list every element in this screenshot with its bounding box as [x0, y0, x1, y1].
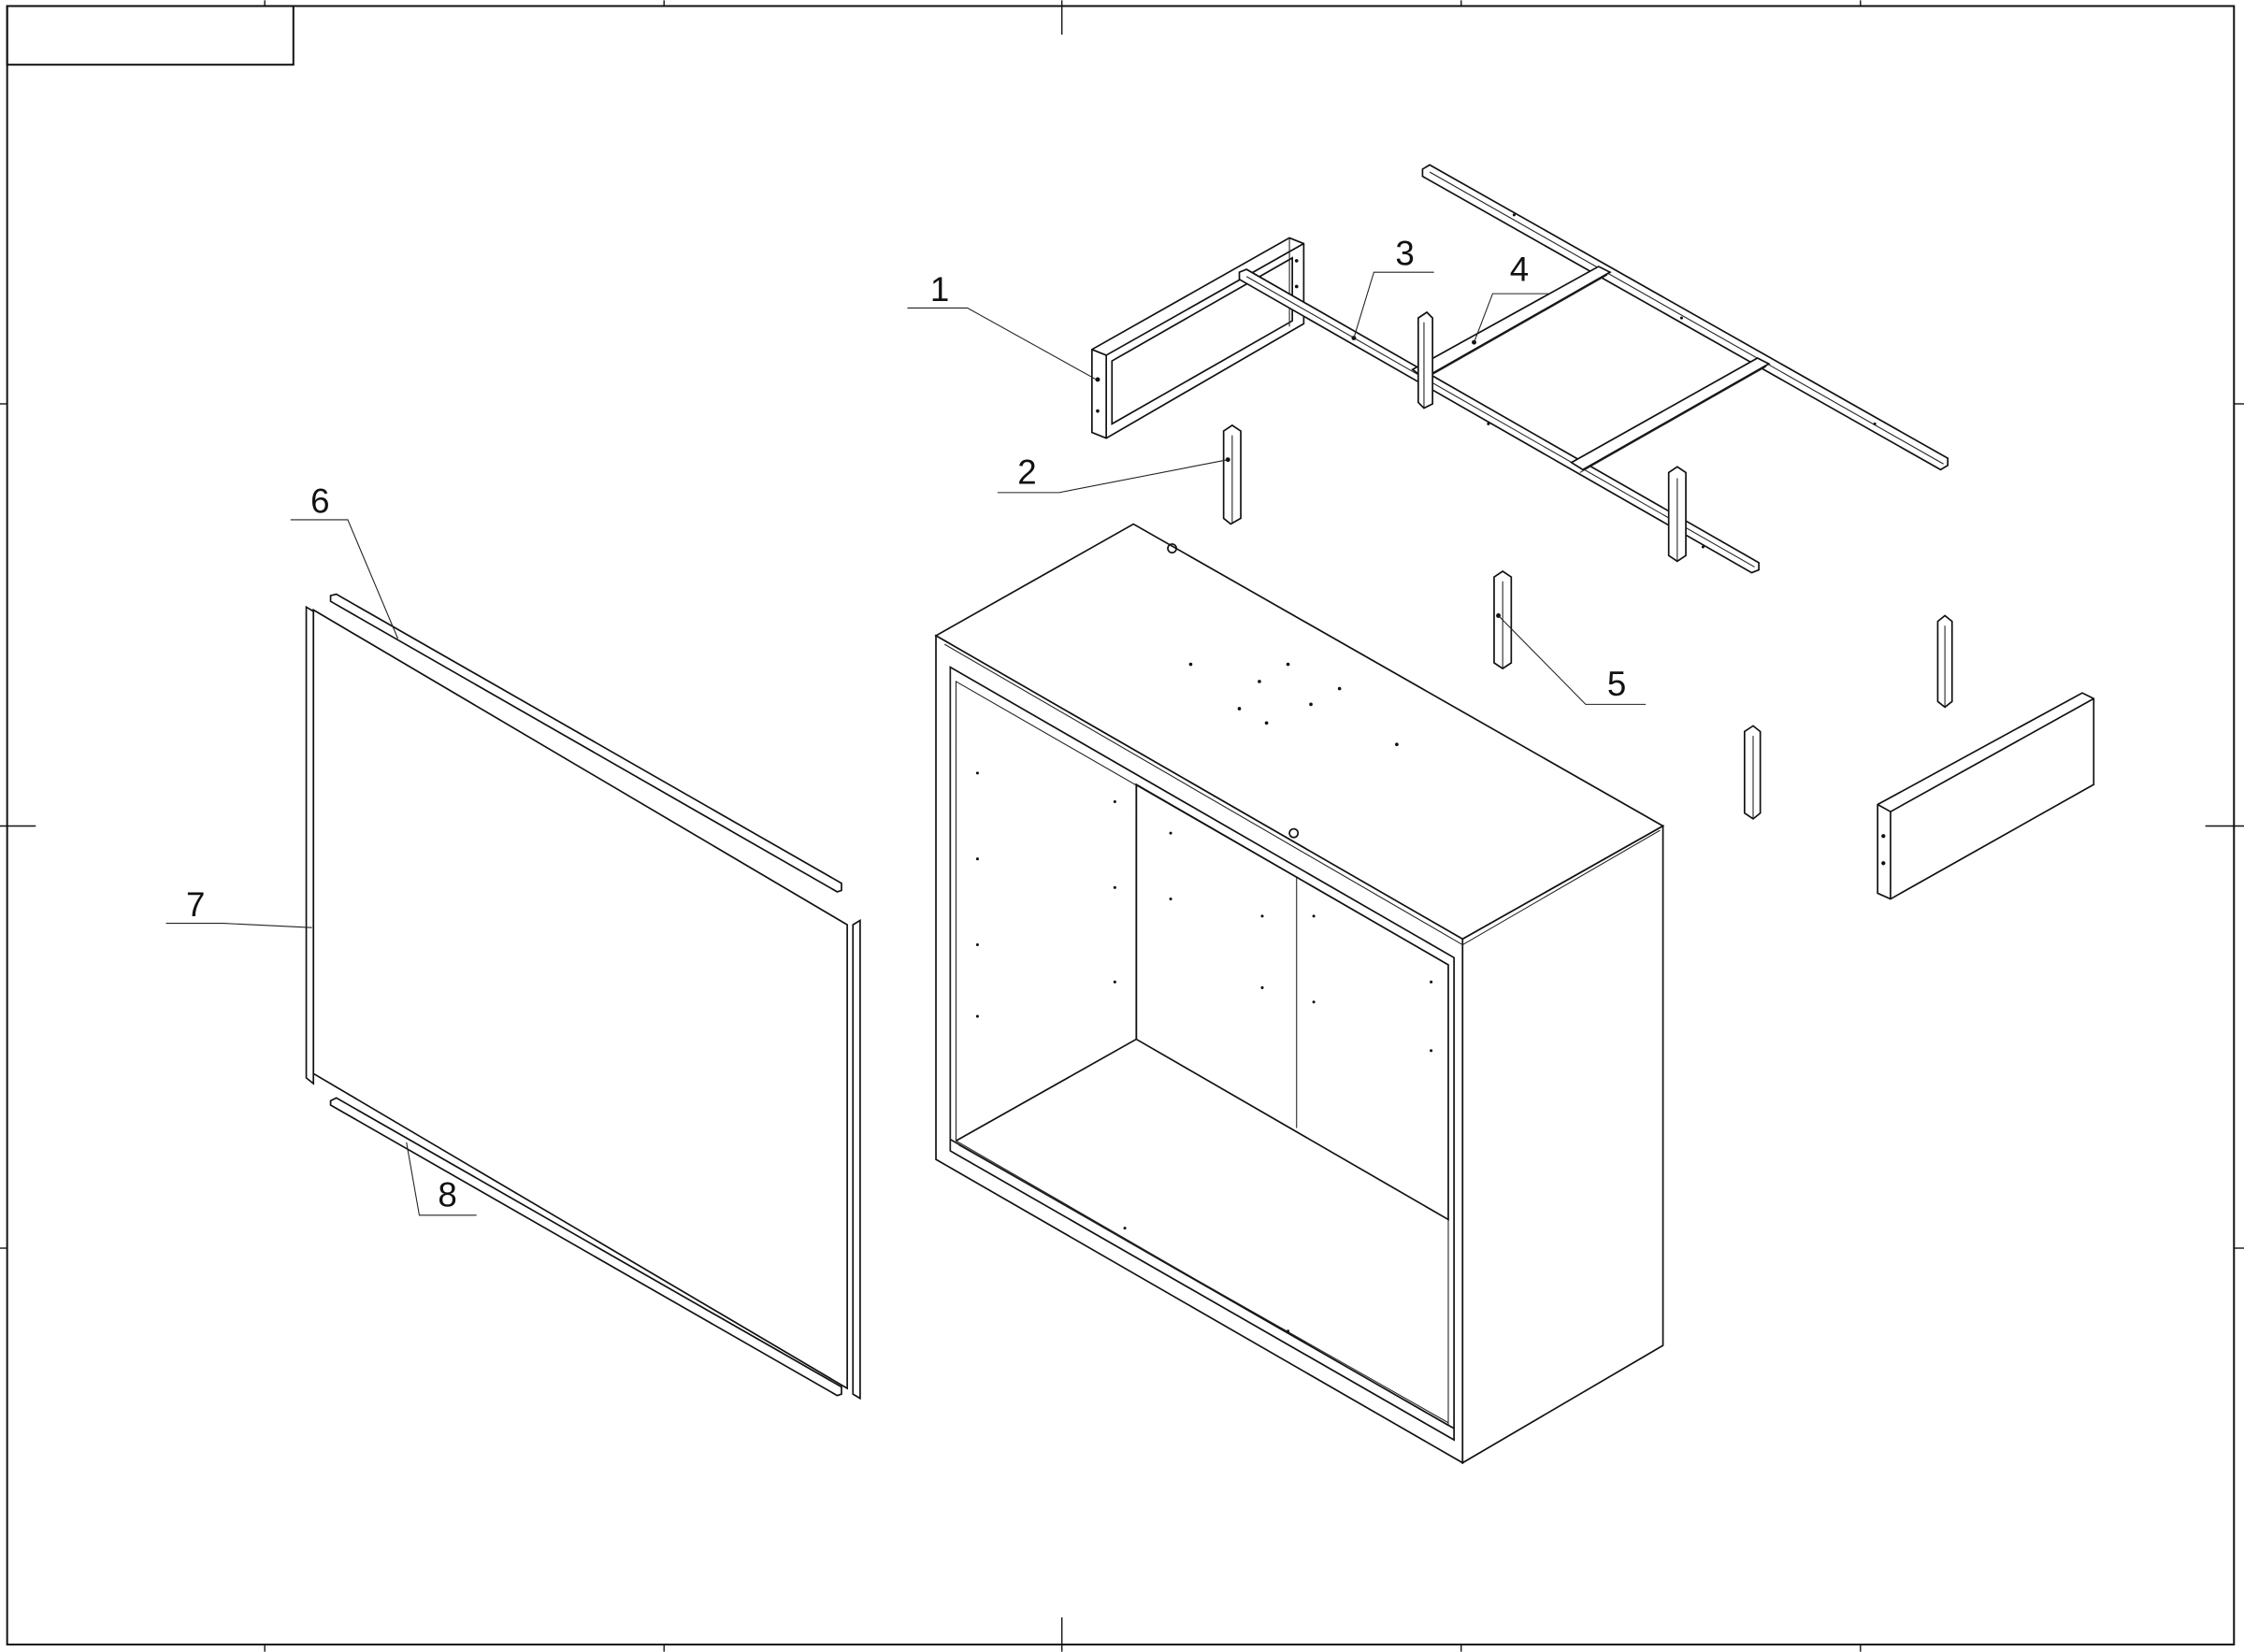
part-1-side-frame	[1091, 237, 1305, 439]
callout-7: 7	[186, 885, 205, 924]
leader-lines	[165, 271, 1647, 1216]
callout-6: 6	[310, 481, 329, 520]
callout-3: 3	[1395, 235, 1414, 273]
callout-4: 4	[1510, 250, 1529, 288]
cabinet-body	[934, 523, 1665, 1465]
callout-2: 2	[1017, 453, 1036, 492]
callout-1: 1	[930, 270, 949, 309]
part-2-short-post	[1222, 424, 1242, 525]
part-3-4-rails	[1238, 164, 1949, 574]
callout-5: 5	[1607, 665, 1626, 703]
front-panel-assembly	[305, 593, 861, 1401]
title-block-cell	[6, 5, 295, 66]
callout-labels: 1 2 3 4 5 6 7 8	[186, 235, 1626, 1214]
right-side-panel	[1877, 692, 2095, 900]
callout-8: 8	[438, 1176, 456, 1214]
